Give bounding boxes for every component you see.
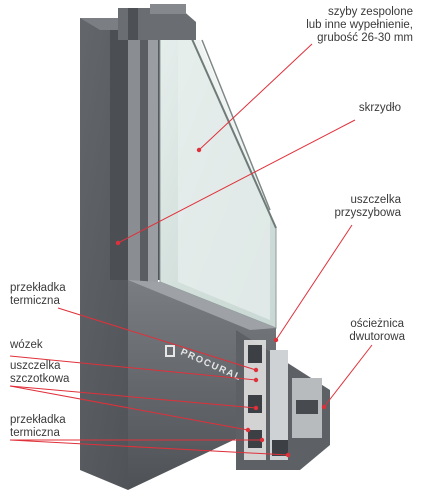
leader-thermal-top: [57, 307, 257, 371]
label-brush-seal: uszczelka szczotkowa: [10, 360, 69, 386]
leader-dots: [115, 147, 327, 458]
leader-sash: [117, 119, 356, 244]
label-brush-seal-line-2: szczotkowa: [10, 373, 70, 385]
label-glazing-gasket-line-1: uszczelka: [350, 194, 402, 206]
sash-strip-1: [128, 30, 140, 282]
leader-brush: [9, 385, 249, 431]
leader-glass: [198, 43, 313, 151]
leader-frame: [323, 344, 373, 408]
label-thermal-break-bottom: przekładka termiczna: [10, 414, 66, 440]
leader-glazing-gasket: [275, 224, 353, 341]
label-frame-line-1: ościeżnica: [350, 318, 405, 330]
leader-brush-2: [9, 385, 257, 409]
label-glass: szyby zespolone lub inne wypełnienie, gr…: [306, 6, 413, 45]
leader-roller: [9, 355, 257, 381]
label-thermal-top-line-2: termiczna: [10, 295, 60, 307]
label-glass-line-2: lub inne wypełnienie,: [306, 19, 413, 31]
label-glazing-gasket-line-2: przyszybowa: [334, 207, 401, 219]
label-frame-line-2: dwutorowa: [349, 331, 405, 343]
leader-thermal-bottom: [9, 439, 289, 456]
glass-pane-inner: [178, 40, 270, 320]
sash-strip-3: [148, 30, 158, 282]
label-brush-seal-line-1: uszczelka: [10, 360, 61, 372]
label-thermal-bottom-line-1: przekładka: [10, 414, 66, 426]
label-thermal-top-line-1: przekładka: [10, 282, 66, 294]
label-thermal-bottom-line-2: termiczna: [10, 427, 60, 439]
frame-inner-edge: [110, 30, 128, 280]
label-sash: skrzydło: [359, 102, 401, 115]
label-glass-line-3: grubość 26-30 mm: [317, 32, 413, 44]
label-roller-line-1: wózek: [10, 339, 43, 351]
sash-strip-2: [140, 30, 148, 282]
label-glazing-gasket: uszczelka przyszybowa: [335, 194, 401, 220]
label-glass-line-1: szyby zespolone: [327, 6, 413, 18]
label-thermal-break-top: przekładka termiczna: [10, 282, 66, 308]
sash-bottom-top-edge: [128, 280, 276, 330]
label-sash-line-1: skrzydło: [358, 102, 401, 114]
procural-logo-icon: [165, 345, 175, 357]
label-frame: ościeżnica dwutorowa: [349, 318, 405, 344]
leader-lines: [9, 43, 373, 456]
label-roller: wózek: [10, 339, 43, 352]
